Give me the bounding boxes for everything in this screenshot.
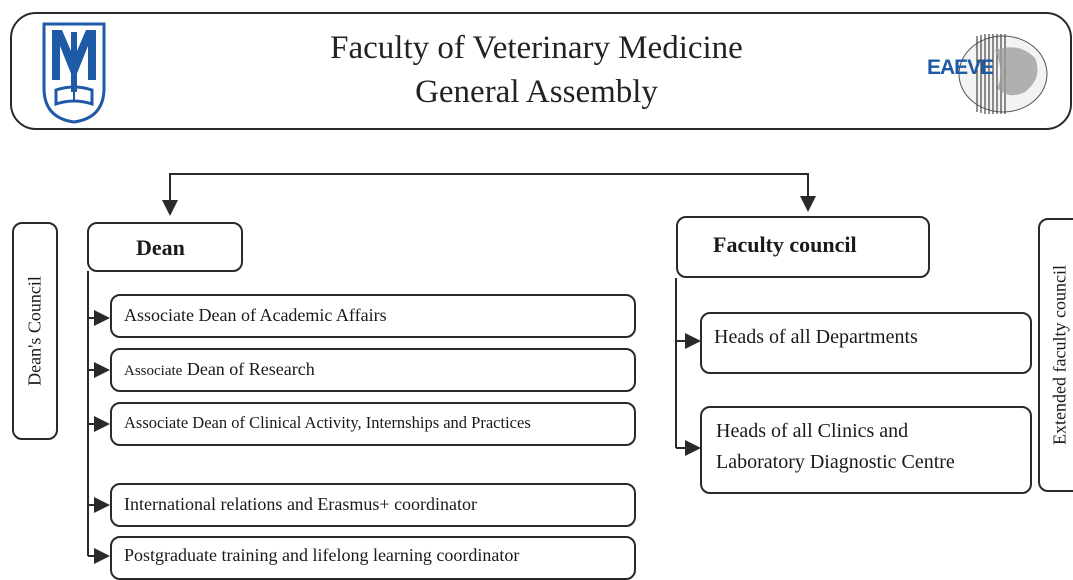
dean-item-1: Associate Dean of Academic Affairs bbox=[124, 305, 387, 325]
faculty-item-1: Heads of all Departments bbox=[714, 326, 918, 348]
faculty-seal-icon bbox=[42, 22, 106, 124]
dean-item-box-4 bbox=[110, 483, 636, 527]
faculty-item-box-1 bbox=[700, 312, 1032, 374]
dean-item-2-prefix: Associate bbox=[124, 363, 183, 379]
dean-item-box-1 bbox=[110, 294, 636, 338]
dean-item-4: International relations and Erasmus+ coo… bbox=[124, 494, 478, 514]
deans-council-label: Dean's Council bbox=[24, 276, 45, 386]
extended-faculty-council-label: Extended faculty council bbox=[1049, 265, 1070, 445]
faculty-item-2-line2: Laboratory Diagnostic Centre bbox=[716, 451, 955, 473]
dean-item-3: Associate Dean of Clinical Activity, Int… bbox=[124, 413, 531, 432]
dean-box bbox=[87, 222, 243, 272]
faculty-item-box-2 bbox=[700, 406, 1032, 494]
faculty-item-2-line1: Heads of all Clinics and bbox=[716, 420, 909, 442]
eaeve-logo-icon bbox=[958, 34, 1048, 114]
header-box bbox=[10, 12, 1072, 130]
dean-item-box-3 bbox=[110, 402, 636, 446]
dean-item-2: Associate Dean of Research bbox=[124, 359, 315, 380]
dean-item-box-2 bbox=[110, 348, 636, 392]
deans-council-box bbox=[12, 222, 58, 440]
header-title-line2: General Assembly bbox=[415, 74, 658, 110]
eaeve-logo-text: EAEVE bbox=[927, 56, 994, 79]
dean-item-2-text: Dean of Research bbox=[182, 359, 315, 379]
extended-faculty-council-box bbox=[1038, 218, 1073, 492]
header-title-line1: Faculty of Veterinary Medicine bbox=[330, 30, 743, 66]
faculty-council-box bbox=[676, 216, 930, 278]
faculty-council-label: Faculty council bbox=[713, 232, 857, 257]
dean-label: Dean bbox=[136, 235, 185, 260]
dean-item-5: Postgraduate training and lifelong learn… bbox=[124, 545, 520, 565]
